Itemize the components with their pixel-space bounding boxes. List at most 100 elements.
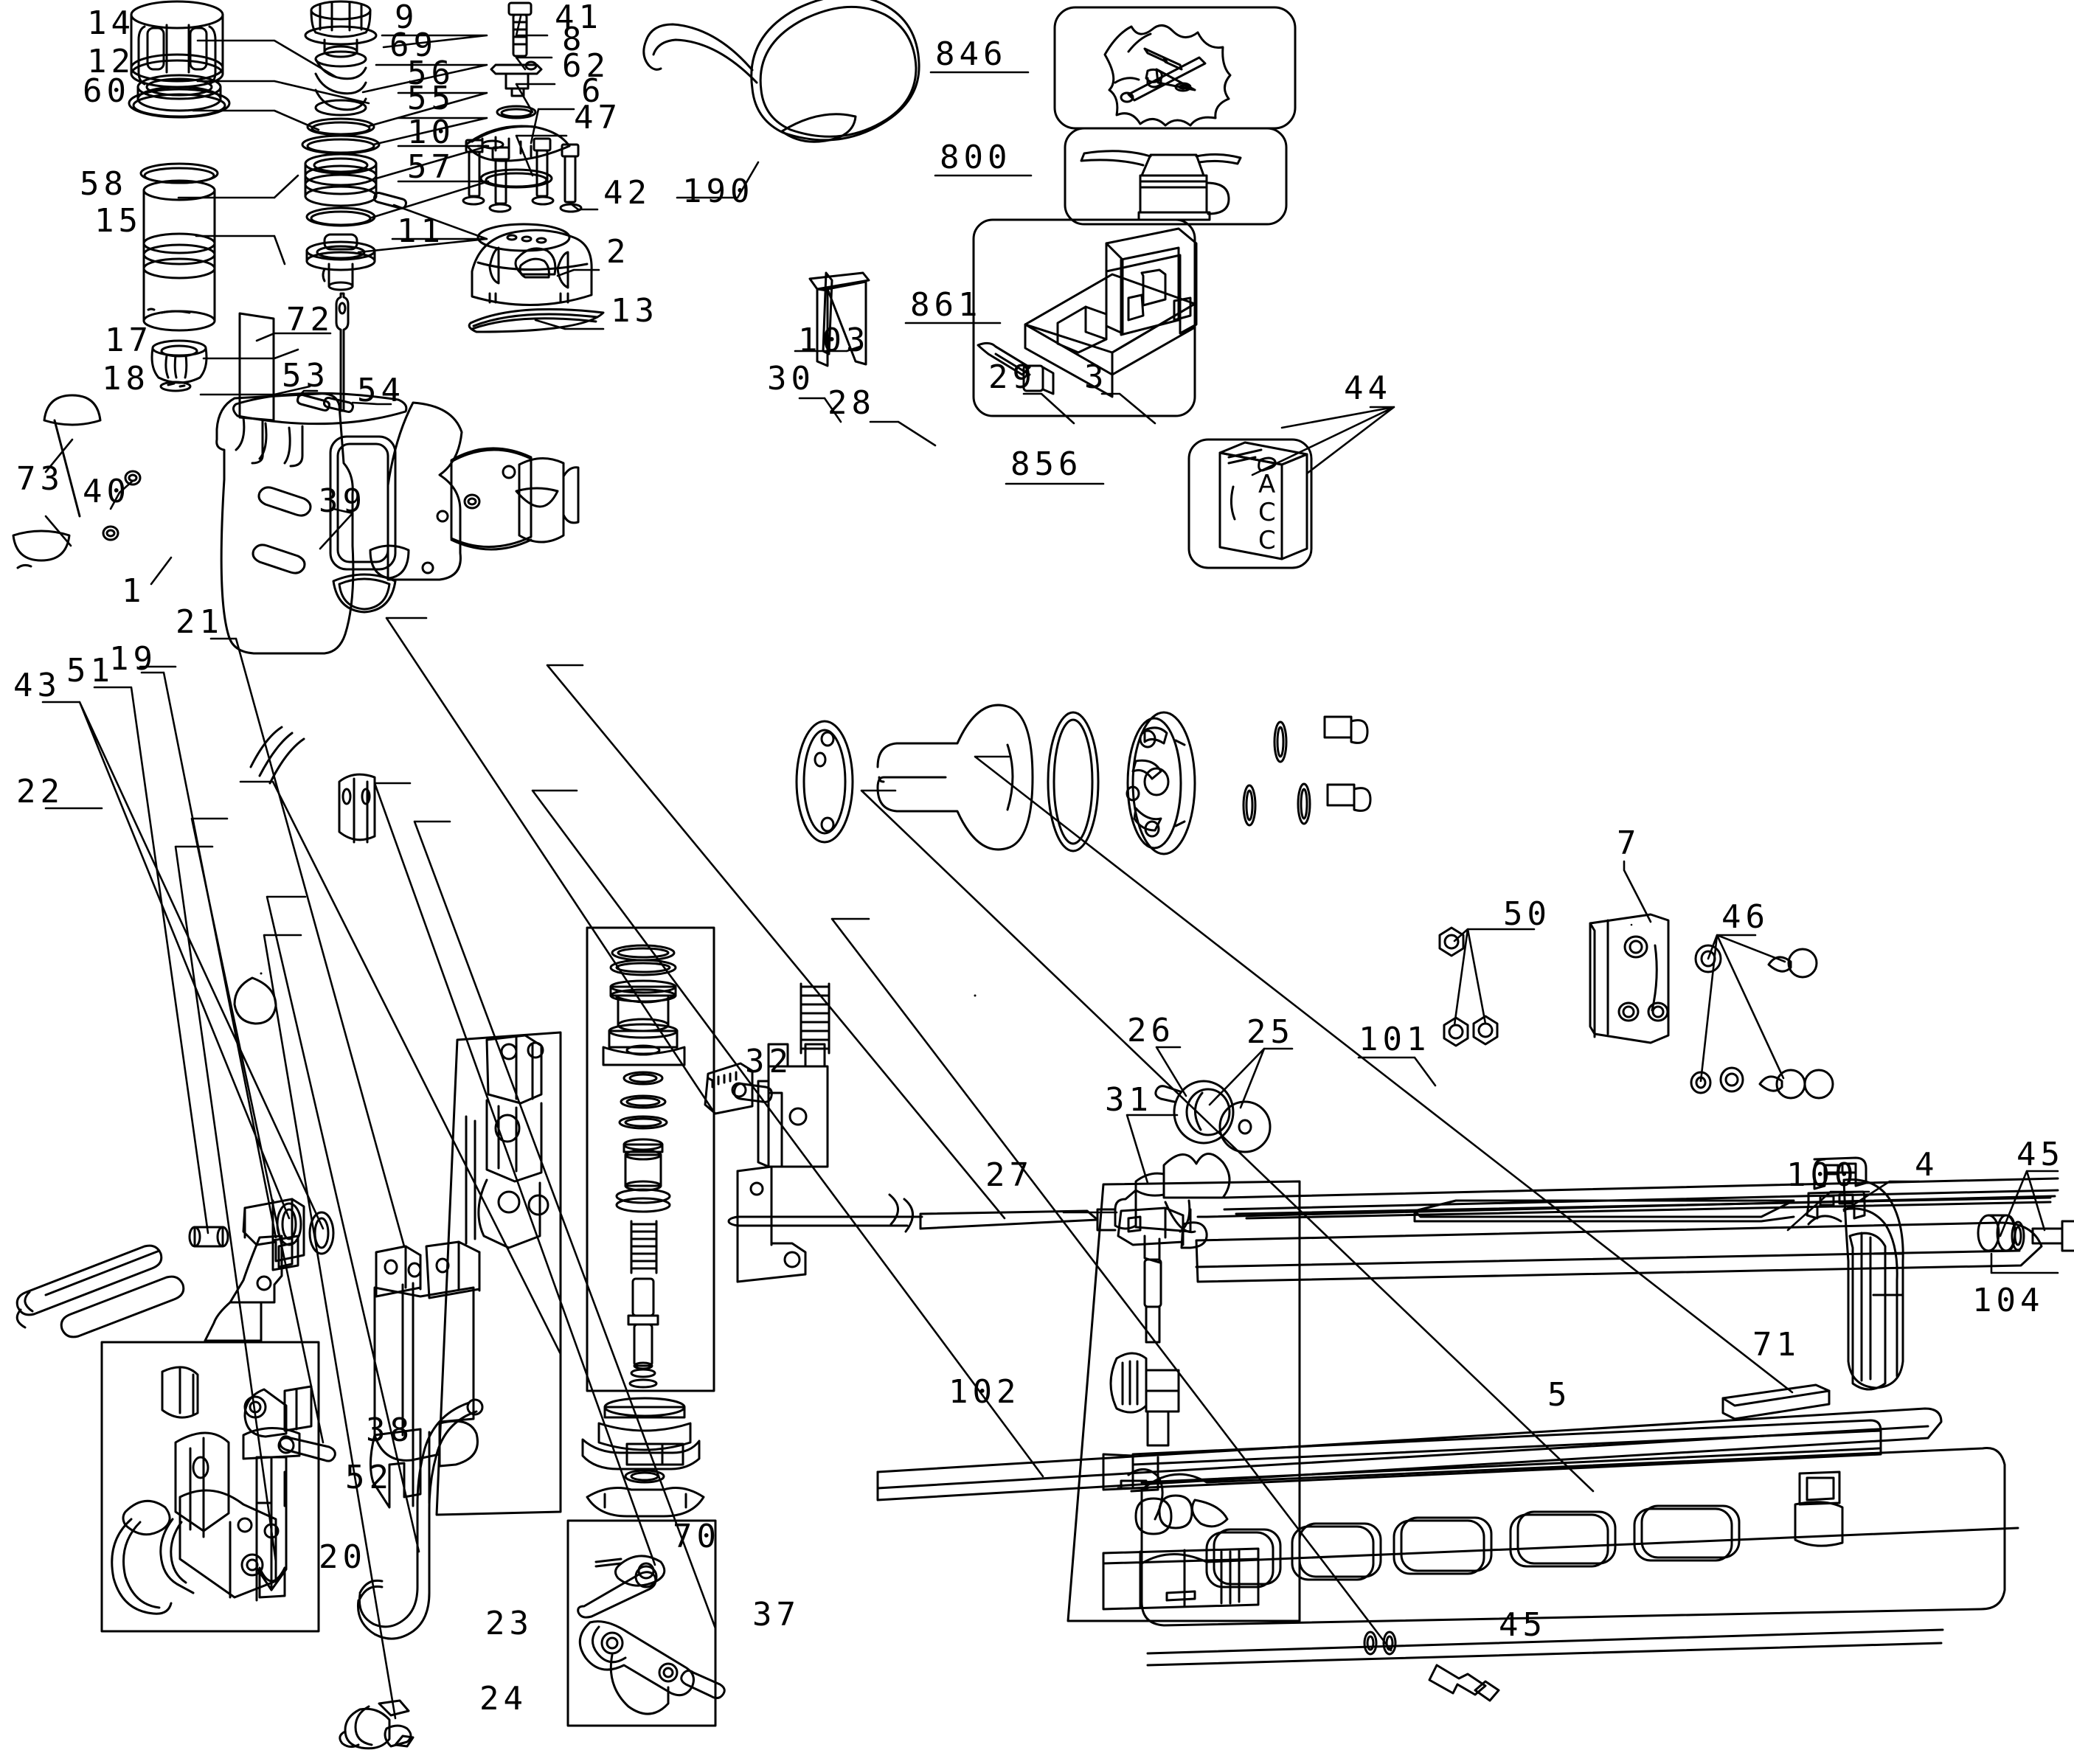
callout-861: 861 [910, 286, 982, 324]
callout-62: 62 [562, 47, 610, 85]
part-45-screw-b [1363, 1631, 1500, 1702]
callout-8: 8 [562, 21, 586, 58]
callout-23: 23 [485, 1605, 533, 1642]
part-2-cylinder-cap [471, 223, 593, 307]
callout-15: 15 [94, 202, 142, 240]
part-21-contact-arm [369, 1240, 481, 1509]
callout-40: 40 [83, 473, 131, 510]
part-44-screws [1242, 715, 1372, 827]
callout-28: 28 [828, 384, 875, 422]
box-856: A C C [1187, 438, 1313, 569]
box-31-kit [1067, 1180, 1301, 1622]
part-42-screws [462, 137, 583, 213]
callout-57: 57 [407, 148, 455, 186]
callout-2: 2 [606, 233, 631, 271]
callout-52: 52 [345, 1459, 393, 1496]
callout-12: 12 [87, 43, 135, 80]
callout-72: 72 [286, 301, 334, 338]
callout-800: 800 [940, 139, 1012, 176]
callout-39: 39 [319, 482, 367, 520]
part-40-seals [102, 470, 142, 541]
callout-47: 47 [574, 99, 622, 136]
part-18-washer [159, 381, 192, 392]
callout-9: 9 [395, 0, 419, 36]
callout-73: 73 [16, 460, 64, 498]
callout-190: 190 [682, 173, 755, 210]
leader-lines [41, 15, 2059, 1720]
part-190-safety-glasses [642, 0, 920, 143]
callout-29: 29 [988, 358, 1036, 396]
part-30-gasket [795, 720, 854, 844]
callout-1: 1 [122, 572, 146, 610]
part-60-oring [128, 88, 231, 119]
part-10-sleeve [304, 153, 378, 207]
part-7-bracket [1589, 913, 1670, 1044]
callout-30: 30 [767, 360, 815, 397]
part-19-lever [204, 1198, 305, 1342]
callout-43: 43 [13, 667, 61, 704]
callout-27: 27 [985, 1156, 1033, 1194]
callout-4: 4 [1915, 1146, 1939, 1184]
part-4-rear-cover [1807, 1178, 1904, 1391]
callout-100: 100 [1786, 1156, 1859, 1194]
part-15-cylinder [142, 179, 216, 332]
callout-45b: 45 [1499, 1606, 1547, 1644]
svg-text:C: C [1258, 498, 1276, 527]
callout-37: 37 [752, 1596, 800, 1633]
part-27-rod [727, 1193, 1099, 1233]
part-25-knob [1218, 1100, 1272, 1153]
callout-25: 25 [1246, 1013, 1294, 1051]
callout-22: 22 [16, 773, 64, 810]
part-8-valve-stem [490, 60, 543, 97]
part-29-oring [1047, 711, 1100, 853]
callout-50: 50 [1503, 895, 1551, 933]
callout-11: 11 [397, 212, 445, 250]
box-37-trigger [566, 1519, 726, 1727]
callout-18: 18 [102, 360, 150, 397]
part-14-cage [130, 0, 224, 88]
callout-846: 846 [935, 35, 1007, 73]
box-32-valve-kit [586, 926, 715, 1392]
callout-54: 54 [357, 372, 405, 409]
part-3-end-cap [1126, 711, 1196, 855]
callout-31: 31 [1105, 1081, 1153, 1119]
part-28-handle-tube [876, 704, 1034, 851]
valve-seat-assembly [581, 1397, 705, 1518]
callout-44: 44 [1344, 369, 1392, 407]
callout-20: 20 [319, 1538, 367, 1576]
part-51-pin [188, 1226, 229, 1248]
part-13-gasket [468, 308, 605, 333]
callout-856: 856 [1010, 445, 1083, 483]
part-69-spring [314, 50, 367, 117]
box-800 [1064, 127, 1288, 226]
callout-21: 21 [176, 603, 223, 641]
callout-10: 10 [407, 114, 455, 151]
part-73-pads [12, 394, 102, 569]
callout-6: 6 [581, 72, 606, 110]
callout-32: 32 [745, 1043, 793, 1080]
callout-101: 101 [1359, 1021, 1431, 1058]
part-23-wire [356, 1398, 484, 1640]
callout-51: 51 [66, 652, 114, 690]
svg-text:C: C [1258, 526, 1276, 555]
callout-5: 5 [1547, 1376, 1572, 1414]
part-26-wheel [1154, 1080, 1235, 1145]
part-62-oring [496, 105, 537, 119]
box-22-yoke [100, 1341, 320, 1633]
callout-24: 24 [479, 1680, 527, 1718]
callout-13: 13 [611, 292, 659, 330]
callout-58: 58 [80, 165, 128, 203]
callout-56: 56 [407, 55, 455, 92]
part-9-cap [304, 0, 378, 58]
callout-42: 42 [603, 174, 651, 212]
part-43-bushings [15, 1202, 335, 1338]
callout-45a: 45 [2016, 1136, 2064, 1173]
callout-38: 38 [366, 1411, 414, 1449]
callout-7: 7 [1617, 824, 1641, 862]
part-45-screw-a [2011, 1220, 2074, 1252]
callout-53: 53 [282, 357, 330, 395]
svg-text:A: A [1258, 470, 1275, 499]
callout-3: 3 [1084, 358, 1109, 396]
callout-104: 104 [1972, 1282, 2044, 1319]
